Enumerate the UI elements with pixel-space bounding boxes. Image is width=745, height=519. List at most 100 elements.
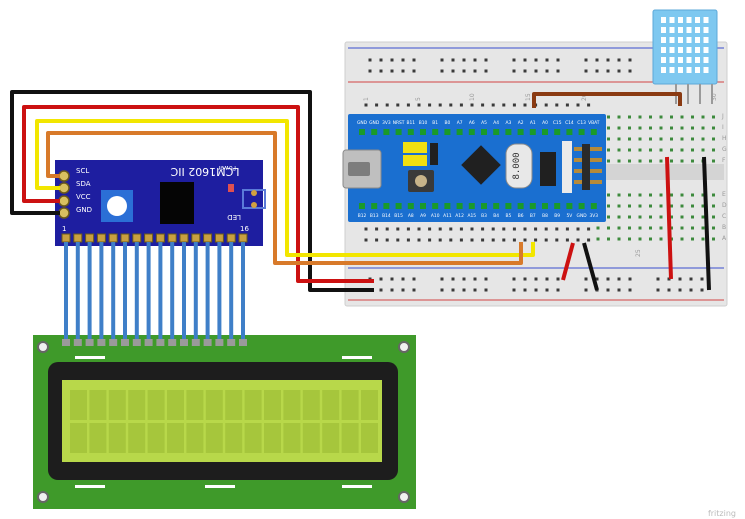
- pin-label-vcc: VCC: [76, 193, 91, 201]
- breadboard-hole: [491, 238, 495, 242]
- breadboard-hole: [375, 103, 379, 107]
- stm32-pin: [505, 129, 512, 135]
- stm32-pin-label: GND: [369, 120, 380, 126]
- lcd-char-cell: [283, 423, 301, 453]
- breadboard-hole: [701, 115, 705, 119]
- breadboard-hole: [396, 227, 400, 231]
- lcd-char-cell: [341, 390, 359, 420]
- breadboard-hole: [691, 159, 694, 163]
- breadboard-hole: [379, 288, 383, 292]
- breadboard-hole: [607, 226, 610, 230]
- breadboard-hole: [678, 277, 682, 281]
- breadboard-hole: [451, 277, 455, 281]
- breadboard-hole: [584, 58, 588, 62]
- breadboard-hole: [606, 277, 610, 281]
- breadboard-hole: [617, 159, 621, 163]
- stm32-pin: [566, 203, 573, 209]
- header-pin: [58, 182, 70, 194]
- breadboard-hole: [451, 69, 455, 73]
- stm32-pin-label: A12: [455, 213, 464, 219]
- breadboard-hole: [512, 238, 516, 242]
- breadboard-hole: [617, 148, 621, 152]
- breadboard-hole: [484, 277, 488, 281]
- grille-slot: [678, 67, 683, 73]
- breadboard-hole: [649, 148, 652, 152]
- stm32-pin-label: GND: [577, 213, 588, 219]
- breadboard-hole: [440, 288, 444, 292]
- lcd-pad: [121, 339, 129, 346]
- breadboard-hole: [670, 215, 673, 219]
- breadboard-hole: [628, 69, 632, 73]
- breadboard-hole: [680, 148, 684, 152]
- wire-data-brown: [532, 92, 682, 108]
- breadboard-hole: [440, 277, 444, 281]
- breadboard-hole: [523, 288, 527, 292]
- lcd-char-cell: [322, 423, 340, 453]
- lcd-char-cell: [361, 390, 378, 420]
- stm32-pin-label: B3: [481, 213, 487, 219]
- breadboard-hole: [587, 103, 591, 107]
- breadboard-hole: [617, 126, 621, 130]
- lcd-char-cell: [108, 390, 126, 420]
- lcd-pad: [239, 339, 247, 346]
- stm32-pin: [407, 203, 414, 209]
- breadboard-hole: [462, 58, 466, 62]
- breadboard-hole: [428, 227, 432, 231]
- breadboard-hole: [364, 238, 368, 242]
- breadboard-hole: [689, 277, 693, 281]
- grille-slot: [678, 17, 683, 23]
- grille-slot: [661, 27, 666, 33]
- grille-slot: [703, 37, 709, 43]
- row-letter: D: [722, 202, 727, 209]
- lcd-header-pin: [179, 233, 189, 243]
- lcd-character-cells: [70, 390, 378, 453]
- grille-slot: [703, 27, 709, 33]
- grille-slot: [661, 47, 666, 53]
- stm32-pin-label: 3V3: [382, 120, 391, 126]
- breadboard-hole: [712, 115, 715, 119]
- column-number: 10: [469, 93, 476, 101]
- pcf8574-chip: [160, 182, 194, 224]
- mount-hole: [398, 341, 410, 353]
- breadboard-hole: [670, 148, 673, 152]
- stm32-pin: [590, 129, 597, 135]
- breadboard-hole: [502, 238, 506, 242]
- breadboard-hole: [406, 227, 410, 231]
- row-letter: B: [722, 224, 726, 231]
- breadboard-hole: [451, 58, 455, 62]
- breadboard-hole: [678, 288, 682, 292]
- breadboard-hole: [534, 69, 538, 73]
- breadboard-hole: [412, 69, 416, 73]
- grille-slot: [695, 57, 700, 63]
- breadboard-hole: [406, 103, 410, 107]
- power-led: [228, 184, 234, 192]
- mount-hole: [37, 341, 49, 353]
- wire-5v-red: [561, 242, 575, 281]
- stm32-pin-label: B15: [394, 213, 403, 219]
- breadboard-hole: [401, 58, 405, 62]
- lcd-char-cell: [225, 390, 243, 420]
- row-letter: C: [722, 213, 726, 220]
- breadboard-hole: [565, 238, 569, 242]
- breadboard-hole: [401, 288, 405, 292]
- breadboard-hole: [607, 137, 610, 141]
- pin-label-gnd: GND: [76, 206, 92, 214]
- breadboard-hole: [670, 193, 673, 197]
- stm32-pin-label: VBAT: [588, 120, 600, 126]
- grille-slot: [678, 47, 683, 53]
- breadboard-hole: [596, 226, 600, 230]
- header-pin: [58, 207, 70, 219]
- breadboard-hole: [638, 193, 642, 197]
- grille-slot: [695, 17, 700, 23]
- breadboard-hole: [555, 238, 559, 242]
- stm32-pin-label: B8: [542, 213, 548, 219]
- lcd-pad: [85, 339, 94, 346]
- wire-sensor-gnd: [702, 156, 711, 291]
- breadboard-hole: [691, 137, 694, 141]
- breadboard-hole: [628, 115, 631, 119]
- breadboard-hole: [587, 238, 591, 242]
- i2c-module: LCM1602 IIC Power LED SCL SDA VCC GND 1 …: [55, 160, 266, 246]
- lcd-pad: [156, 339, 165, 346]
- breadboard-hole: [438, 238, 442, 242]
- breadboard-hole: [440, 69, 444, 73]
